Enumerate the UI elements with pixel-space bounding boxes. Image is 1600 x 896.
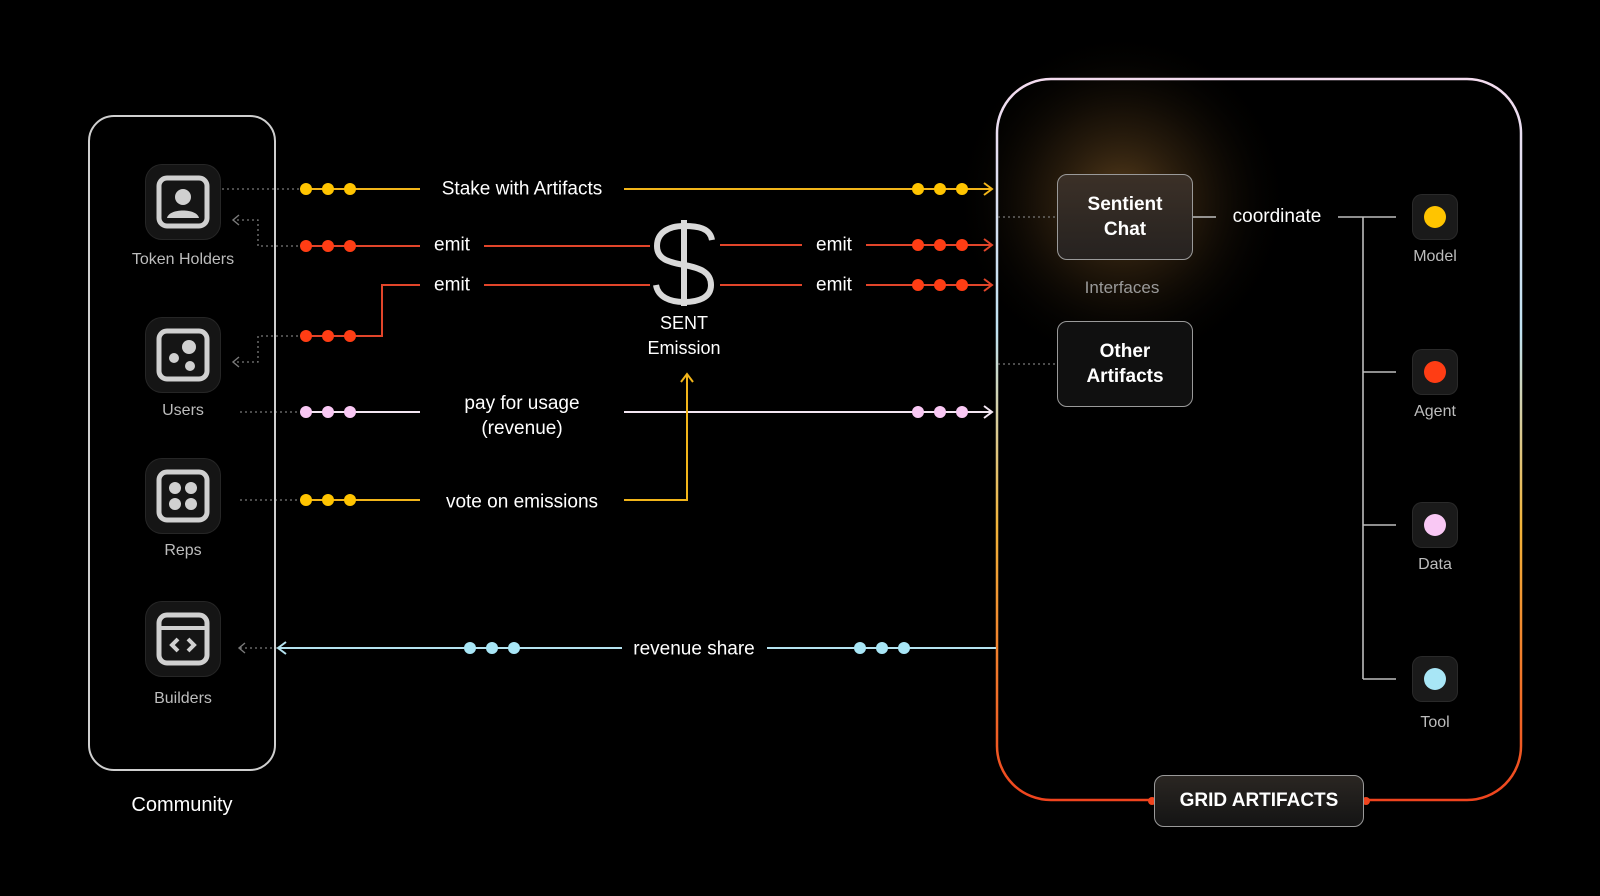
pay-for-usage-label: pay for usage (revenue) [464, 393, 580, 439]
data-dot-icon [1424, 514, 1446, 536]
emit-left-label-1: emit [434, 234, 470, 256]
stake-label: Stake with Artifacts [441, 178, 603, 200]
emit-right-label-2: emit [816, 274, 852, 296]
model-tile[interactable] [1413, 195, 1457, 239]
reps-label: Reps [164, 542, 202, 559]
reps-tile[interactable] [146, 459, 220, 533]
pay-right-dots [912, 406, 968, 418]
tool-dot-icon [1424, 668, 1446, 690]
model-dot-icon [1424, 206, 1446, 228]
emit-left-label-2: emit [434, 274, 470, 296]
token-holders-label: Token Holders [113, 251, 253, 268]
agent-dot-icon [1424, 361, 1446, 383]
data-label: Data [1418, 556, 1452, 573]
stake-right-dots [912, 183, 968, 195]
builders-tile[interactable] [146, 602, 220, 676]
community-label: Community [131, 794, 233, 816]
stake-flow-line [303, 182, 994, 196]
agent-tile[interactable] [1413, 350, 1457, 394]
coordinate-bracket [1193, 216, 1396, 680]
community-arrowheads [231, 214, 246, 654]
pay-flow-line [303, 405, 994, 419]
coordinate-label: coordinate [1232, 206, 1322, 227]
pay-left-dots [300, 406, 356, 418]
community-dotted-connectors [222, 188, 1057, 649]
tool-label: Tool [1420, 714, 1450, 731]
community-panel [88, 115, 276, 771]
emit-1-right-dots [912, 239, 968, 251]
revenue-share-left-dots [464, 642, 520, 654]
emit-right-label-1: emit [816, 234, 852, 256]
sentient-chat-button[interactable]: Sentient Chat [1057, 174, 1193, 260]
users-label: Users [162, 402, 204, 419]
four-dots-icon [156, 469, 210, 523]
sent-emission-label: SENT Emission [647, 313, 721, 358]
emit-flow-line-2 [303, 278, 994, 337]
interfaces-label: Interfaces [1084, 278, 1160, 297]
emit-flow-line-1 [303, 238, 994, 252]
tool-tile[interactable] [1413, 657, 1457, 701]
grid-artifacts-badge: GRID ARTIFACTS [1154, 775, 1364, 827]
dollar-sign-icon [653, 220, 715, 306]
revenue-share-right-dots [854, 642, 910, 654]
emit-2-left-dots [300, 330, 356, 342]
grid-badge-right-node [1362, 797, 1370, 805]
agent-label: Agent [1414, 403, 1456, 420]
users-dots-icon [156, 328, 210, 382]
stake-left-dots [300, 183, 356, 195]
model-label: Model [1413, 248, 1457, 265]
token-holders-tile[interactable] [146, 165, 220, 239]
user-portrait-icon [156, 175, 210, 229]
other-artifacts-button[interactable]: Other Artifacts [1057, 321, 1193, 407]
revenue-share-label: revenue share [633, 638, 755, 660]
vote-label: vote on emissions [445, 491, 599, 513]
vote-left-dots [300, 494, 356, 506]
emit-1-left-dots [300, 240, 356, 252]
token-holders-label-text: Token Holders [131, 251, 235, 268]
code-window-icon [156, 612, 210, 666]
builders-label: Builders [154, 690, 212, 707]
emit-2-right-dots [912, 279, 968, 291]
data-tile[interactable] [1413, 503, 1457, 547]
users-tile[interactable] [146, 318, 220, 392]
